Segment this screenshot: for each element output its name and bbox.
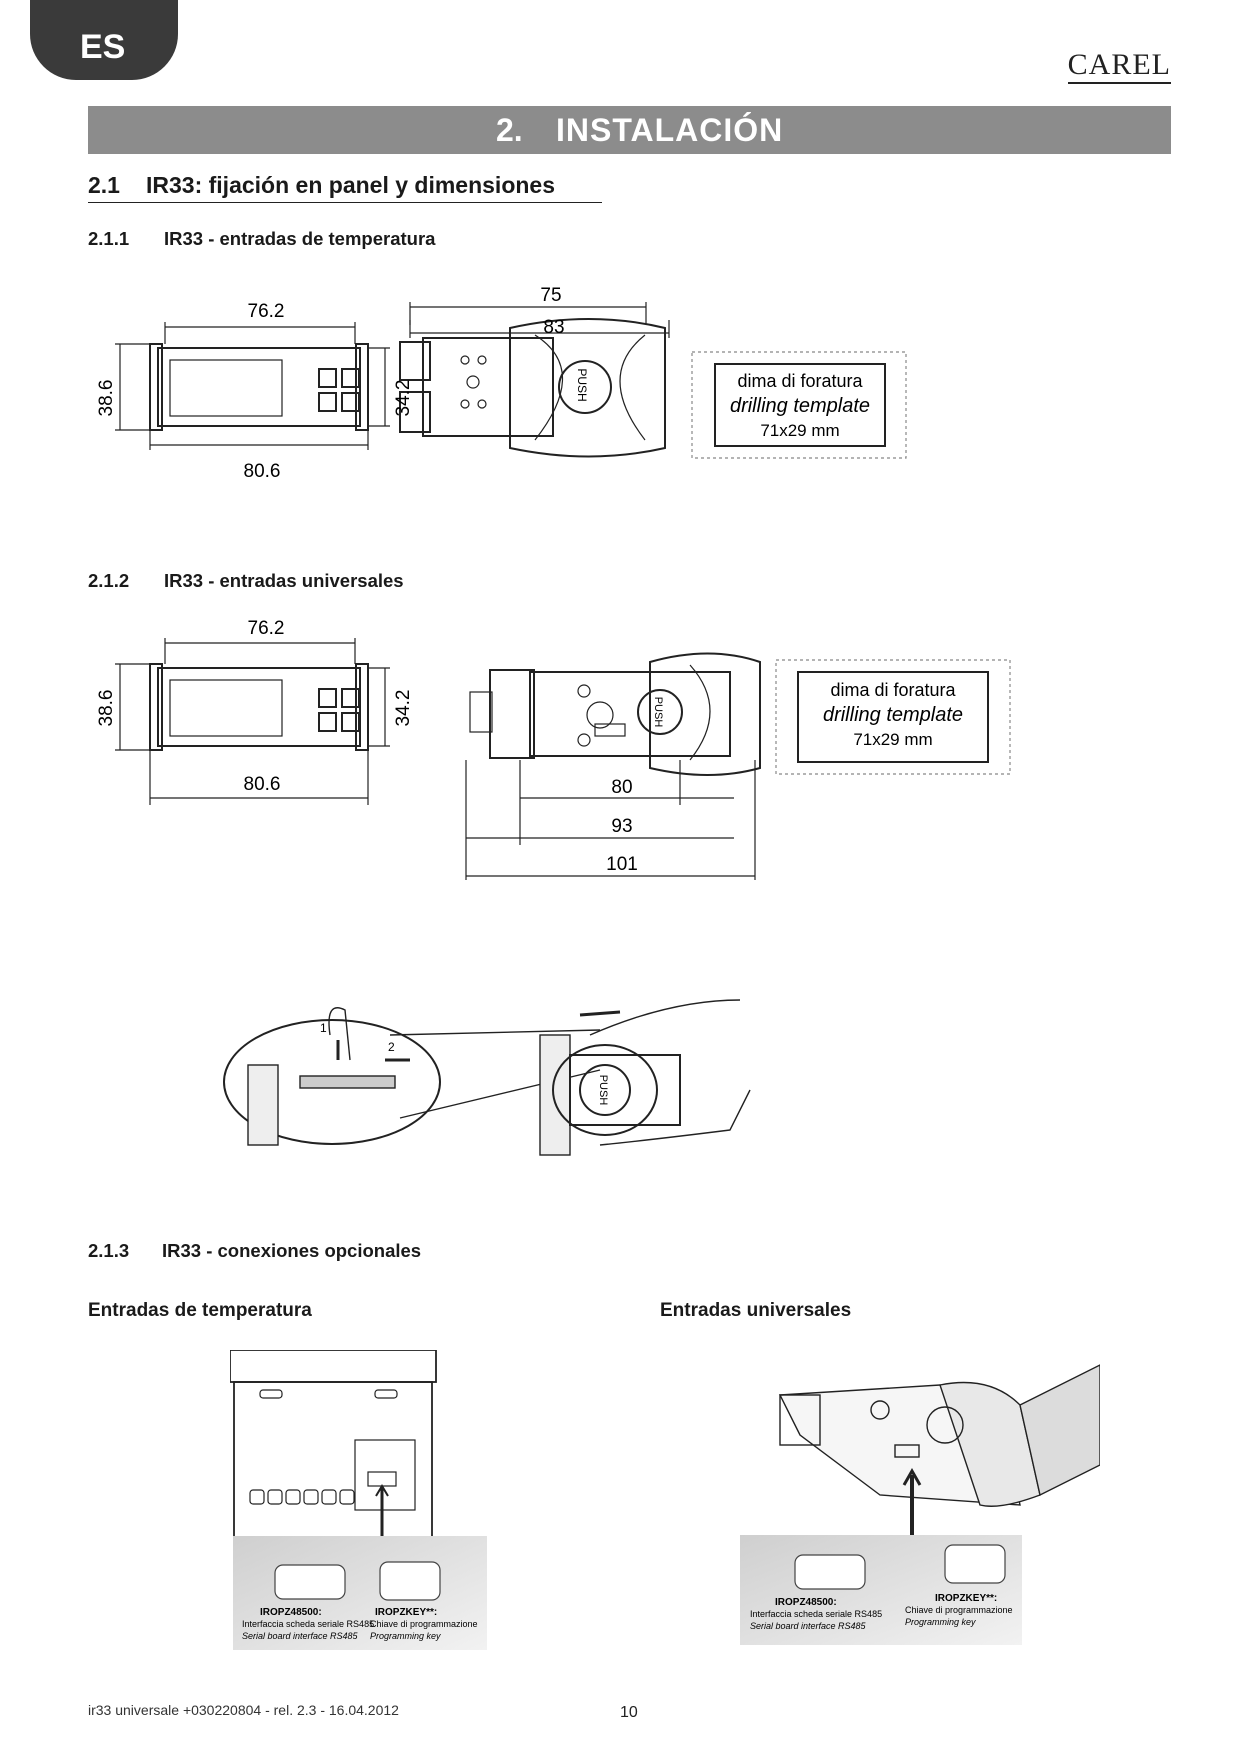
figure-optional-connections-temperature: IROPZ48500: Interfaccia scheda seriale R… bbox=[230, 1350, 487, 1650]
side-view-drawing bbox=[469, 652, 761, 776]
template-line-3: 71x29 mm bbox=[853, 730, 932, 749]
acc1-code: IROPZ48500: bbox=[260, 1607, 322, 1618]
front-view-drawing bbox=[149, 343, 369, 431]
dim-height-outer: 38.6 bbox=[96, 380, 117, 417]
subsection-2-1-3: 2.1.3 IR33 - conexiones opcionales bbox=[88, 1240, 421, 1262]
dim-depth-93: 93 bbox=[611, 816, 632, 837]
dim-width-top: 76.2 bbox=[248, 618, 285, 639]
acc1-line2: Serial board interface RS485 bbox=[750, 1621, 867, 1631]
subsection-2-1-2: 2.1.2 IR33 - entradas universales bbox=[88, 570, 404, 592]
serial-board-image bbox=[274, 1564, 346, 1600]
carel-logo: CAREL bbox=[1067, 48, 1171, 84]
acc2-line1: Chiave di programmazione bbox=[370, 1619, 478, 1629]
subsection-title: IR33 - entradas universales bbox=[164, 570, 404, 591]
acc2-line2: Programming key bbox=[905, 1617, 976, 1627]
chapter-title-bar: 2. INSTALACIÓN bbox=[88, 106, 1171, 154]
subsection-number: 2.1.2 bbox=[88, 570, 130, 591]
acc2-code: IROPZKEY**: bbox=[375, 1607, 437, 1618]
acc2-line2: Programming key bbox=[370, 1631, 441, 1641]
dim-height-inner: 34.2 bbox=[393, 690, 414, 727]
acc1-line2: Serial board interface RS485 bbox=[242, 1631, 359, 1641]
serial-board-image bbox=[794, 1554, 866, 1590]
section-text: IR33: fijación en panel y dimensiones bbox=[146, 172, 556, 198]
template-line-2: drilling template bbox=[730, 395, 870, 417]
acc2-code: IROPZKEY**: bbox=[935, 1593, 997, 1604]
template-line-3: 71x29 mm bbox=[760, 421, 839, 440]
acc1-code: IROPZ48500: bbox=[775, 1597, 837, 1608]
side-view-drawing bbox=[399, 318, 666, 458]
section-title: 2.1 IR33: fijación en panel y dimensiones bbox=[88, 172, 602, 203]
detail-zoom-circle bbox=[223, 1019, 441, 1145]
figure-panel-mounting: 1 2 PUSH bbox=[223, 999, 751, 1156]
dim-height-inner: 34.2 bbox=[393, 380, 414, 417]
heading-temperature-inputs: Entradas de temperatura bbox=[88, 1300, 312, 1321]
logo-text: CAREL bbox=[1067, 48, 1171, 81]
template-line-1: dima di foratura bbox=[737, 371, 863, 391]
step-1-label: 1 bbox=[320, 1021, 327, 1035]
chapter-title: INSTALACIÓN bbox=[556, 112, 784, 148]
subsection-title: IR33 - conexiones opcionales bbox=[162, 1240, 422, 1261]
dim-width-top: 76.2 bbox=[248, 301, 285, 322]
figure-temperature-inputs-dimensions: 76.2 80.6 38.6 34.2 75 83 PUSH dima di f… bbox=[96, 285, 907, 482]
programming-key-image bbox=[379, 1561, 441, 1601]
language-label: ES bbox=[80, 28, 126, 66]
subsection-title: IR33 - entradas de temperatura bbox=[164, 228, 436, 249]
section-number: 2.1 bbox=[88, 172, 120, 198]
dim-depth-1: 75 bbox=[540, 285, 561, 306]
figure-optional-connections-universal: IROPZ48500: Interfaccia scheda seriale R… bbox=[740, 1364, 1100, 1645]
chapter-number: 2. bbox=[496, 112, 523, 148]
front-view-drawing bbox=[149, 663, 369, 751]
page-number: 10 bbox=[620, 1704, 638, 1721]
dim-width-bottom: 80.6 bbox=[244, 774, 281, 795]
subsection-number: 2.1.1 bbox=[88, 228, 130, 249]
step-2-label: 2 bbox=[388, 1040, 395, 1054]
language-tab: ES bbox=[30, 0, 178, 80]
subsection-2-1-1: 2.1.1 IR33 - entradas de temperatura bbox=[88, 228, 435, 250]
dim-height-outer: 38.6 bbox=[96, 690, 117, 727]
dim-width-bottom: 80.6 bbox=[244, 461, 281, 482]
heading-universal-inputs: Entradas universales bbox=[660, 1300, 852, 1321]
dim-depth-101: 101 bbox=[606, 854, 638, 875]
push-label: PUSH bbox=[575, 368, 589, 401]
dim-depth-80: 80 bbox=[611, 777, 632, 798]
figure-universal-inputs-dimensions: 76.2 80.6 38.6 34.2 PUSH 80 93 101 dima … bbox=[96, 618, 1011, 880]
template-line-2: drilling template bbox=[823, 704, 963, 726]
programming-key-image bbox=[944, 1544, 1006, 1584]
subsection-number: 2.1.3 bbox=[88, 1240, 130, 1261]
acc2-line1: Chiave di programmazione bbox=[905, 1605, 1013, 1615]
dim-depth-2: 83 bbox=[543, 317, 564, 338]
acc1-line1: Interfaccia scheda seriale RS485 bbox=[242, 1619, 374, 1629]
acc1-line1: Interfaccia scheda seriale RS485 bbox=[750, 1609, 882, 1619]
template-line-1: dima di foratura bbox=[830, 680, 956, 700]
footer-document-info: ir33 universale +030220804 - rel. 2.3 - … bbox=[88, 1702, 399, 1718]
push-label: PUSH bbox=[652, 697, 664, 728]
push-label: PUSH bbox=[597, 1075, 609, 1106]
